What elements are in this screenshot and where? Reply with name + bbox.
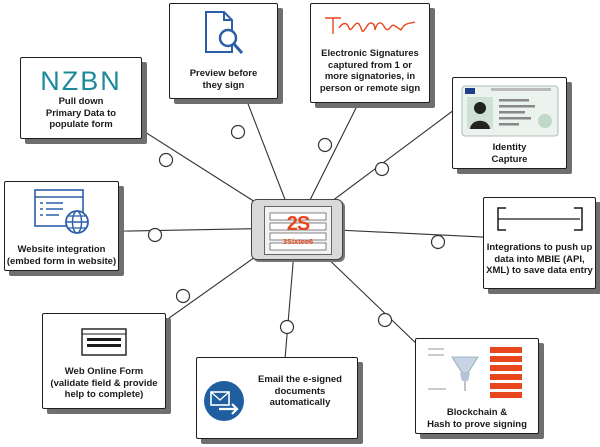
email-label: Email the e-signed documents automatical… <box>258 374 342 408</box>
connector-node <box>377 312 393 328</box>
web-globe-icon <box>34 189 89 234</box>
connector-node <box>230 124 246 140</box>
connector-node <box>374 161 390 177</box>
connector-node <box>147 227 163 243</box>
node-blockchain: Blockchain & Hash to prove signing <box>415 338 539 434</box>
web-form-icon <box>81 328 127 356</box>
webform-label: Web Online Form (validate field & provid… <box>50 366 158 400</box>
signatures-label: Electronic Signatures captured from 1 or… <box>319 48 421 94</box>
hub-logo-mark: 2S <box>286 213 310 235</box>
node-signatures: Electronic Signatures captured from 1 or… <box>310 3 430 103</box>
nzbn-logo: NZBN <box>40 66 122 96</box>
nzbn-label: Pull down Primary Data to populate form <box>45 96 117 130</box>
identity-label: Identity Capture <box>491 142 528 165</box>
blockchain-icon <box>428 347 522 398</box>
integrations-label: Integrations to push up data into MBIE (… <box>486 242 593 276</box>
node-nzbn: NZBN Pull down Primary Data to populate … <box>20 57 142 139</box>
connector-node <box>158 152 174 168</box>
website-label: Website integration (embed form in websi… <box>6 244 117 267</box>
node-integrations: Integrations to push up data into MBIE (… <box>483 197 596 289</box>
node-email: Email the e-signed documents automatical… <box>196 357 358 439</box>
connector-node <box>279 319 295 335</box>
email-send-icon <box>204 381 244 421</box>
connector-node <box>430 234 446 250</box>
node-identity: Identity Capture <box>452 77 567 169</box>
hub-form-icon <box>269 212 327 251</box>
node-website: Website integration (embed form in websi… <box>4 181 119 271</box>
connector-node <box>175 288 191 304</box>
connector-node <box>317 137 333 153</box>
connector-icon <box>497 207 583 231</box>
signature-icon <box>325 17 416 34</box>
node-webform: Web Online Form (validate field & provid… <box>42 313 166 409</box>
hub-logo-text: 3Sixtee6 <box>282 237 314 246</box>
node-preview: Preview before they sign <box>169 3 278 99</box>
preview-label: Preview before they sign <box>189 68 258 91</box>
blockchain-label: Blockchain & Hash to prove signing <box>427 407 527 430</box>
document-search-icon <box>205 11 244 54</box>
central-hub: 2S 3Sixtee6 <box>251 199 343 260</box>
hub-screen: 2S 3Sixtee6 <box>264 206 332 255</box>
id-card-icon <box>461 85 559 137</box>
